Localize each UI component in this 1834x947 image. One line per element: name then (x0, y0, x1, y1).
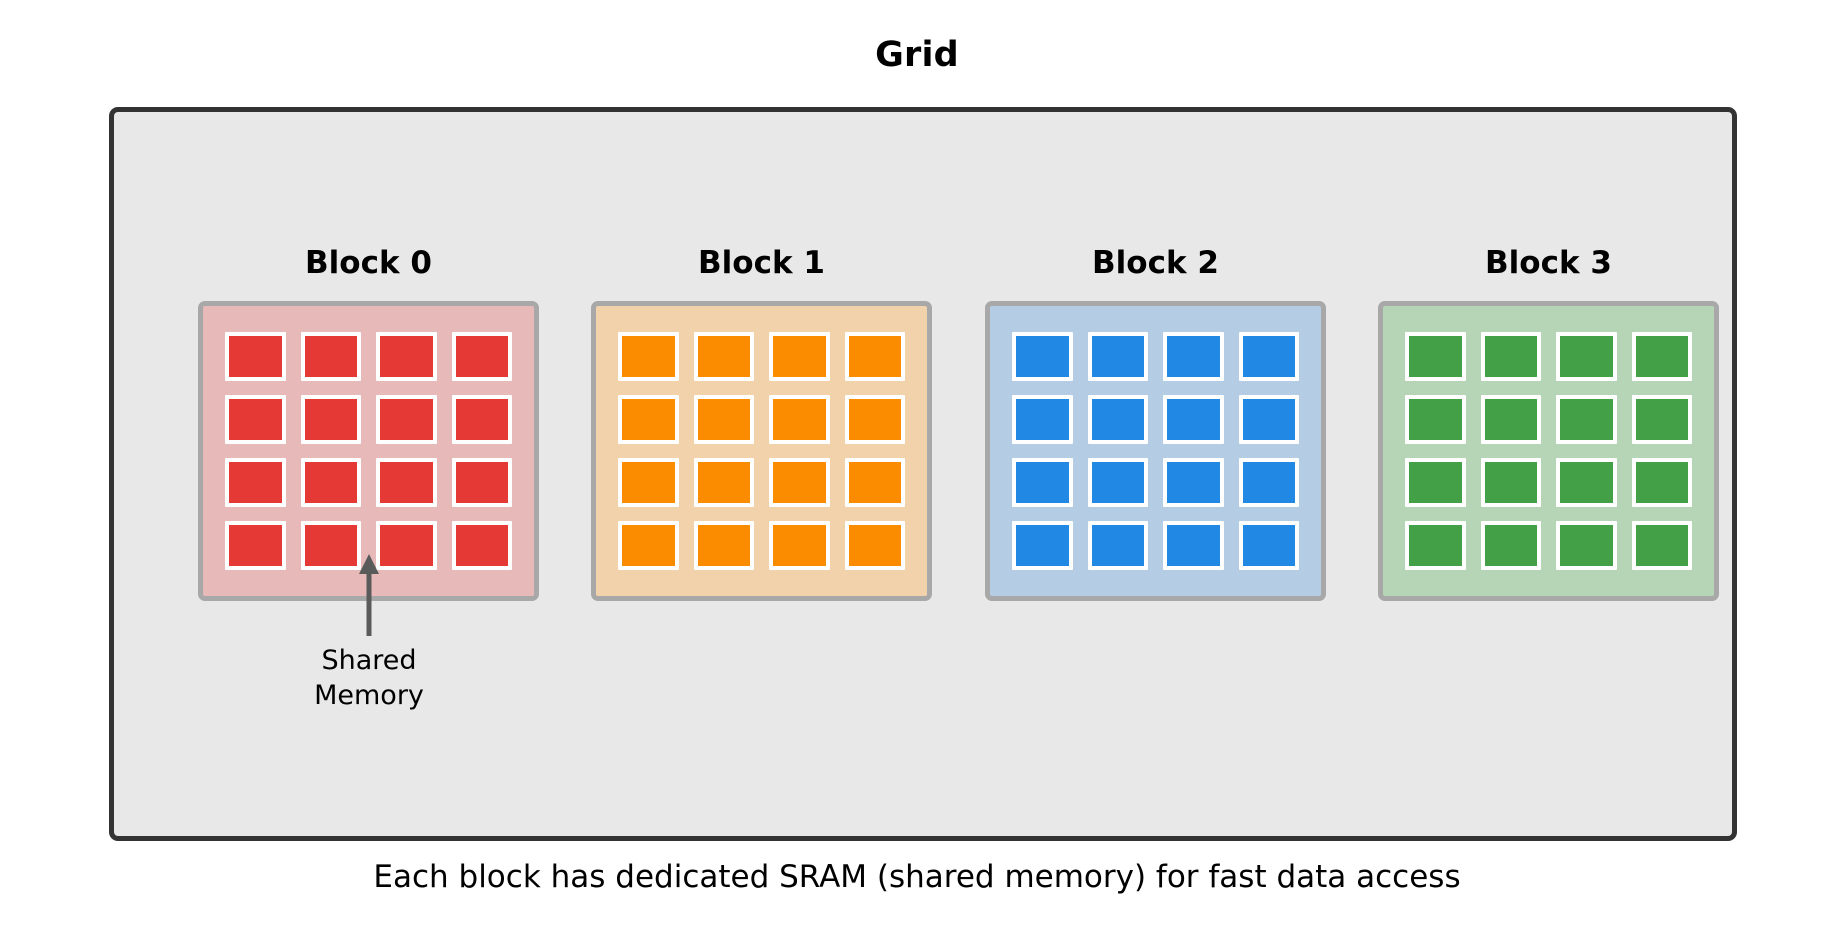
thread-cell (1556, 458, 1617, 507)
block-1-label: Block 1 (698, 245, 825, 281)
block-2-shared-memory-panel[interactable] (985, 301, 1326, 601)
thread-cell (1631, 521, 1692, 570)
thread-cell (225, 458, 286, 507)
thread-cell (1012, 521, 1073, 570)
thread-cell (300, 332, 361, 381)
block-1[interactable]: Block 1 (591, 248, 932, 601)
thread-cell (300, 395, 361, 444)
thread-cell (1087, 332, 1148, 381)
diagram-caption: Each block has dedicated SRAM (shared me… (373, 859, 1461, 895)
thread-cell (1238, 332, 1299, 381)
thread-cell (1405, 458, 1466, 507)
thread-cell (618, 458, 679, 507)
shared-memory-label: Shared Memory (314, 645, 424, 711)
thread-cell (844, 458, 905, 507)
thread-cell (1631, 332, 1692, 381)
thread-cell (693, 521, 754, 570)
thread-cell (451, 458, 512, 507)
thread-cell (1087, 395, 1148, 444)
thread-cell (693, 395, 754, 444)
thread-cell (1163, 332, 1224, 381)
thread-cell (1012, 395, 1073, 444)
thread-cell (300, 521, 361, 570)
thread-cell (376, 332, 437, 381)
thread-cell (376, 395, 437, 444)
thread-cell (376, 458, 437, 507)
thread-cell (1087, 521, 1148, 570)
thread-cell (1163, 458, 1224, 507)
thread-cell (225, 395, 286, 444)
thread-cell (618, 395, 679, 444)
thread-cell (1163, 521, 1224, 570)
thread-cell (451, 395, 512, 444)
thread-cell (1012, 458, 1073, 507)
thread-cell (1480, 458, 1541, 507)
thread-cell (693, 458, 754, 507)
thread-cell (1405, 332, 1466, 381)
thread-cell (769, 332, 830, 381)
thread-cell (1238, 521, 1299, 570)
arrow-up-icon (359, 554, 379, 636)
grid-container: Block 0 Block 1 Block 2 Block 3 Shared M… (109, 107, 1737, 841)
thread-cell (1012, 332, 1073, 381)
shared-memory-annotation: Shared Memory (264, 552, 474, 713)
block-1-shared-memory-panel[interactable] (591, 301, 932, 601)
block-0-shared-memory-panel[interactable] (198, 301, 539, 601)
thread-cell (1556, 332, 1617, 381)
thread-cell (451, 521, 512, 570)
thread-cell (844, 395, 905, 444)
thread-cell (844, 521, 905, 570)
thread-cell (1480, 395, 1541, 444)
thread-cell (451, 332, 512, 381)
thread-cell (1556, 395, 1617, 444)
thread-cell (376, 521, 437, 570)
thread-cell (769, 521, 830, 570)
block-0-label: Block 0 (305, 245, 432, 281)
blocks-row: Block 0 Block 1 Block 2 Block 3 (114, 112, 1732, 836)
thread-cell (300, 458, 361, 507)
thread-cell (844, 332, 905, 381)
block-2-label: Block 2 (1092, 245, 1219, 281)
thread-cell (618, 521, 679, 570)
thread-cell (1238, 395, 1299, 444)
block-3-shared-memory-panel[interactable] (1378, 301, 1719, 601)
thread-cell (225, 332, 286, 381)
thread-cell (1163, 395, 1224, 444)
thread-cell (1405, 395, 1466, 444)
thread-cell (1405, 521, 1466, 570)
thread-cell (1238, 458, 1299, 507)
thread-cell (1556, 521, 1617, 570)
thread-cell (225, 521, 286, 570)
thread-cell (1480, 521, 1541, 570)
thread-cell (769, 395, 830, 444)
thread-cell (693, 332, 754, 381)
page-title: Grid (875, 35, 959, 75)
thread-cell (1631, 458, 1692, 507)
thread-cell (769, 458, 830, 507)
thread-cell (618, 332, 679, 381)
thread-cell (1631, 395, 1692, 444)
block-2[interactable]: Block 2 (985, 248, 1326, 601)
block-3[interactable]: Block 3 (1378, 248, 1719, 601)
thread-cell (1480, 332, 1541, 381)
block-3-label: Block 3 (1485, 245, 1612, 281)
thread-cell (1087, 458, 1148, 507)
block-0[interactable]: Block 0 (198, 248, 539, 601)
